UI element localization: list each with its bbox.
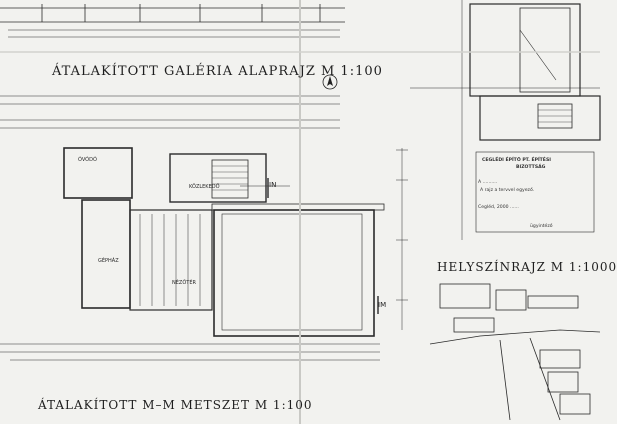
floor-plan-title: ÁTALAKÍTOTT GALÉRIA ALAPRAJZ M 1:100: [52, 64, 383, 79]
stamp-line-2: BIZOTTSÁG: [516, 165, 546, 170]
stamp-line-5: Cegléd, 2000 ......: [478, 205, 519, 210]
stamp-line-6: ügyintéző: [530, 224, 553, 229]
room-label-nezoter: NÉZŐTÉR: [172, 280, 196, 286]
section-marker-m: IM: [378, 301, 387, 309]
north-arrow-icon: [322, 74, 338, 90]
architectural-drawing: [0, 0, 601, 424]
room-label-kozlekedo: KÖZLEKEDŐ: [189, 184, 220, 190]
room-label-ovodo: ÓVÓDÓ: [78, 157, 97, 163]
stamp-line-4: A rajz a tervvel egyező.: [480, 188, 535, 193]
section-title: ÁTALAKÍTOTT M–M METSZET M 1:100: [38, 398, 313, 412]
stamp-line-1: CEGLÉDI ÉPÍTŐ PT. ÉPÍTÉSI: [482, 158, 551, 163]
approval-stamp: CEGLÉDI ÉPÍTŐ PT. ÉPÍTÉSI BIZOTTSÁG A ..…: [476, 152, 594, 232]
section-marker-n: IN: [269, 181, 277, 189]
room-label-gephaz: GÉPHÁZ: [98, 258, 119, 264]
site-plan-title: HELYSZÍNRAJZ M 1:1000: [437, 260, 617, 274]
stamp-line-3: A ..........: [478, 180, 498, 185]
